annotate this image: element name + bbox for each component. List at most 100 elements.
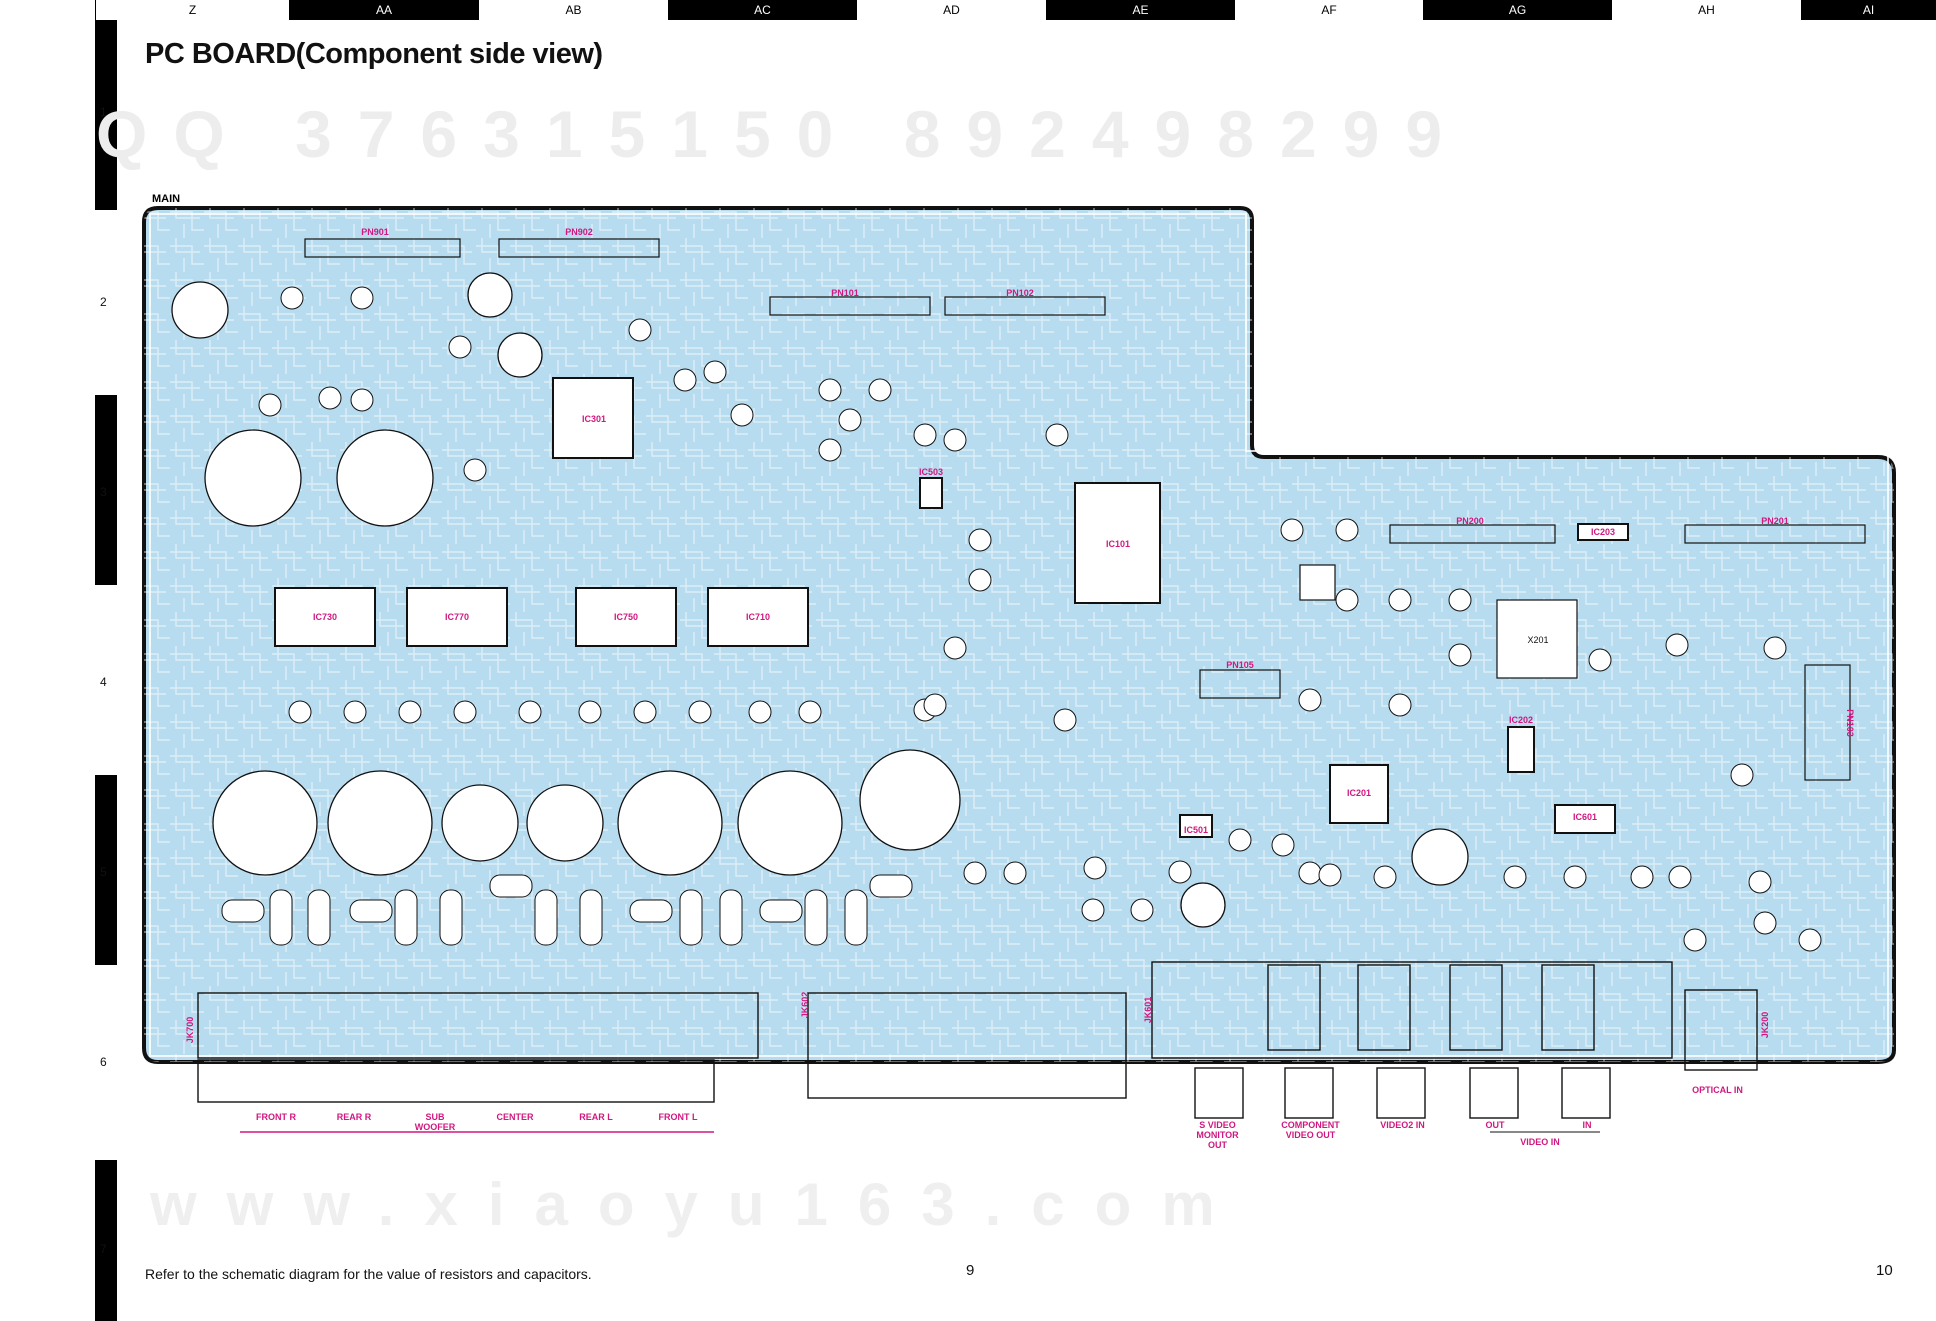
row-label: 2 xyxy=(100,295,107,309)
header-label: JK601 xyxy=(1143,996,1153,1024)
ic-label: IC503 xyxy=(918,467,944,477)
sw101-switch xyxy=(1299,564,1336,601)
row-label: 4 xyxy=(100,675,107,689)
jk700-terminal xyxy=(197,992,759,1059)
ic-label: IC730 xyxy=(312,612,338,622)
l721-coil xyxy=(737,770,843,876)
jk200-terminal xyxy=(1684,989,1758,1071)
pn101-header xyxy=(769,296,931,316)
connector-label: SUB WOOFER xyxy=(414,1112,456,1132)
l741-coil xyxy=(212,770,318,876)
pn901-header xyxy=(304,238,461,258)
connector-label: VIDEO IN xyxy=(1520,1137,1560,1147)
ic-label: IC601 xyxy=(1572,812,1598,822)
ic-label: IC710 xyxy=(745,612,771,622)
ic730-chip xyxy=(274,587,376,647)
column-label: AH xyxy=(1612,0,1801,20)
l781-coil xyxy=(526,784,604,862)
x201-crystal xyxy=(1496,599,1578,679)
header-label: JK602 xyxy=(800,991,810,1019)
column-label: AB xyxy=(479,0,668,20)
ic202-chip xyxy=(1507,726,1535,773)
header-label: PN101 xyxy=(831,288,859,298)
ic503-chip xyxy=(919,477,943,509)
l731-coil xyxy=(327,770,433,876)
ic-label: IC770 xyxy=(444,612,470,622)
jk601-terminal xyxy=(1151,961,1673,1059)
header-label: JK200 xyxy=(1760,1011,1770,1039)
l761-coil xyxy=(617,770,723,876)
column-label: AA xyxy=(289,0,479,20)
ic-label: IC750 xyxy=(613,612,639,622)
footer-note: Refer to the schematic diagram for the v… xyxy=(145,1266,592,1282)
ic750-chip xyxy=(575,587,677,647)
c700-capacitor xyxy=(336,429,434,527)
column-label: AI xyxy=(1801,0,1936,20)
connector-label: REAR R xyxy=(336,1112,372,1122)
column-label: AG xyxy=(1423,0,1612,20)
ic-label: IC101 xyxy=(1105,539,1131,549)
ic770-chip xyxy=(406,587,508,647)
connector-label: VIDEO2 IN xyxy=(1380,1120,1425,1130)
header-label: PN902 xyxy=(565,227,593,237)
header-label: PN105 xyxy=(1226,660,1254,670)
column-label: AF xyxy=(1235,0,1423,20)
row-stripe xyxy=(95,395,117,585)
column-label: AD xyxy=(857,0,1046,20)
row-label: 3 xyxy=(100,485,107,499)
row-label: 1 xyxy=(100,105,107,119)
ic301-chip xyxy=(552,377,634,459)
l700-coil xyxy=(171,281,229,339)
c701-capacitor xyxy=(204,429,302,527)
row-label: 5 xyxy=(100,865,107,879)
connector-label: CENTER xyxy=(496,1112,534,1122)
row-stripe xyxy=(95,1160,117,1321)
ic-label: IC201 xyxy=(1346,788,1372,798)
connector-label: COMPONENT VIDEO OUT xyxy=(1281,1120,1340,1140)
l771-coil xyxy=(441,784,519,862)
page-margin xyxy=(0,0,95,1321)
connector-label: FRONT R xyxy=(256,1112,296,1122)
ic-label: IC202 xyxy=(1508,715,1534,725)
ic-label: IC203 xyxy=(1590,527,1616,537)
header-label: PN901 xyxy=(361,227,389,237)
ic710-chip xyxy=(707,587,809,647)
pn105-header xyxy=(1199,669,1281,699)
connector-label: OPTICAL IN xyxy=(1692,1085,1743,1095)
ic101-chip xyxy=(1074,482,1161,604)
column-label: AC xyxy=(668,0,857,20)
connector-label: OUT xyxy=(1485,1120,1505,1130)
column-label: Z xyxy=(96,0,289,20)
page-title: PC BOARD(Component side view) xyxy=(145,38,603,70)
ic-label: IC501 xyxy=(1183,825,1209,835)
header-label: JK700 xyxy=(185,1016,195,1044)
watermark: QQ 376315150 892498299 xyxy=(96,97,1469,171)
connector-label: REAR L xyxy=(579,1112,613,1122)
ic-label: X201 xyxy=(1527,635,1549,645)
column-label: AE xyxy=(1046,0,1235,20)
connector-label: IN xyxy=(1582,1120,1592,1130)
ic203-chip xyxy=(1577,523,1629,541)
ic601-chip xyxy=(1554,804,1616,834)
l711-coil xyxy=(859,749,961,851)
ic-label: IC301 xyxy=(581,414,607,424)
ic201-chip xyxy=(1329,764,1389,824)
row-stripe xyxy=(95,0,117,210)
page-number: 10 xyxy=(1876,1262,1893,1279)
pn102-header xyxy=(944,296,1106,316)
pn902-header xyxy=(498,238,660,258)
connector-label: FRONT L xyxy=(658,1112,698,1122)
pn200-header xyxy=(1389,524,1556,544)
pn201-header xyxy=(1684,524,1866,544)
row-label: 7 xyxy=(100,1242,107,1256)
connector-label: S VIDEO MONITOR OUT xyxy=(1196,1120,1239,1150)
pn103-header xyxy=(1804,664,1851,781)
header-label: PN102 xyxy=(1006,288,1034,298)
row-label: 6 xyxy=(100,1055,107,1069)
watermark: www.xiaoyu163.com xyxy=(150,1171,1245,1238)
board-label: MAIN xyxy=(152,193,181,205)
header-label: PN103 xyxy=(1845,709,1855,737)
header-label: PN201 xyxy=(1761,516,1789,526)
row-stripe xyxy=(95,775,117,965)
